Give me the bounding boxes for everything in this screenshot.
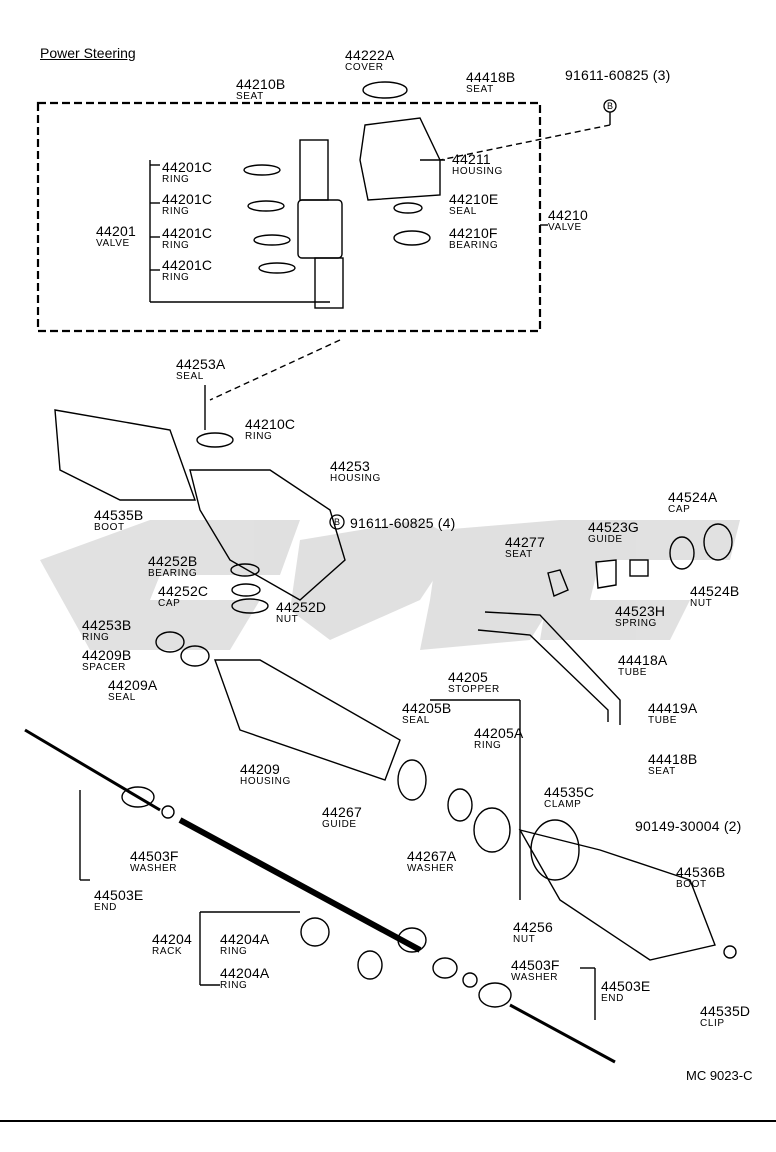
svg-text:B: B [607, 101, 613, 111]
part-label[interactable]: 91611-60825 (3) [565, 67, 671, 83]
svg-text:B: B [334, 517, 340, 527]
part-label[interactable]: 90149-30004 (2) [635, 818, 742, 834]
bottom-rule [0, 1120, 776, 1122]
page-title: Power Steering [40, 45, 136, 61]
part-label[interactable]: 91611-60825 (4) [350, 515, 456, 531]
diagram-code: MC 9023-C [686, 1068, 753, 1083]
